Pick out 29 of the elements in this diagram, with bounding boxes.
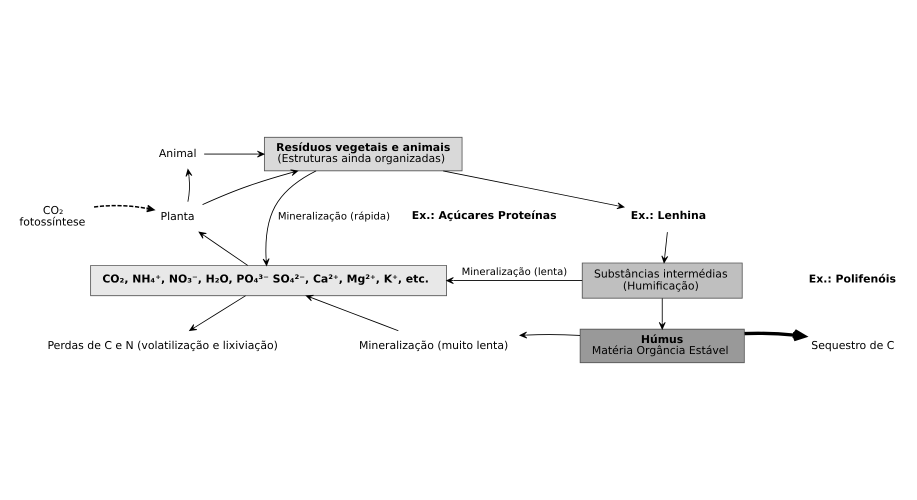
node-text: Perdas de C e N (volatilização e lixiviação) (47, 338, 278, 352)
arrow (198, 232, 248, 266)
node-text: CO₂ fotossíntese (19, 204, 86, 229)
node-box: Húmus Matéria Orgância Estável (580, 328, 745, 364)
node-text: Sequestro de C (811, 338, 894, 352)
arrow (661, 232, 668, 264)
arrow (204, 150, 265, 158)
node-text: Mineralização (muito lenta) (359, 338, 508, 352)
node-text: Ex.: Lenhina (630, 208, 706, 222)
edge-label: Mineralização (lenta) (462, 267, 568, 278)
node-box: CO₂, NH₄⁺, NO₃⁻, H₂O, PO₄³⁻ SO₄²⁻, Ca²⁺, Mg²⁺, K⁺, etc. (90, 265, 447, 296)
node-text: Animal (158, 146, 197, 160)
arrow (189, 295, 246, 332)
node-text: Planta (160, 210, 195, 223)
arrow (94, 204, 155, 212)
node-box: Resíduos vegetais e animais (Estruturas ainda organizadas) (264, 136, 462, 172)
arrow (442, 170, 624, 210)
label: Ex.: Polifenóis (808, 272, 896, 286)
arrow (186, 169, 192, 202)
arrow (262, 170, 317, 266)
arrow (202, 169, 298, 206)
arrow (446, 277, 583, 284)
arrow (744, 328, 806, 342)
arrow (306, 294, 399, 332)
label: Ex.: Açúcares Proteínas (412, 208, 557, 222)
edge-label: Mineralização (rápida) (278, 212, 390, 223)
arrow (658, 298, 666, 330)
node-box: Substâncias intermédias (Humificação) (582, 262, 743, 299)
arrow (520, 332, 580, 338)
